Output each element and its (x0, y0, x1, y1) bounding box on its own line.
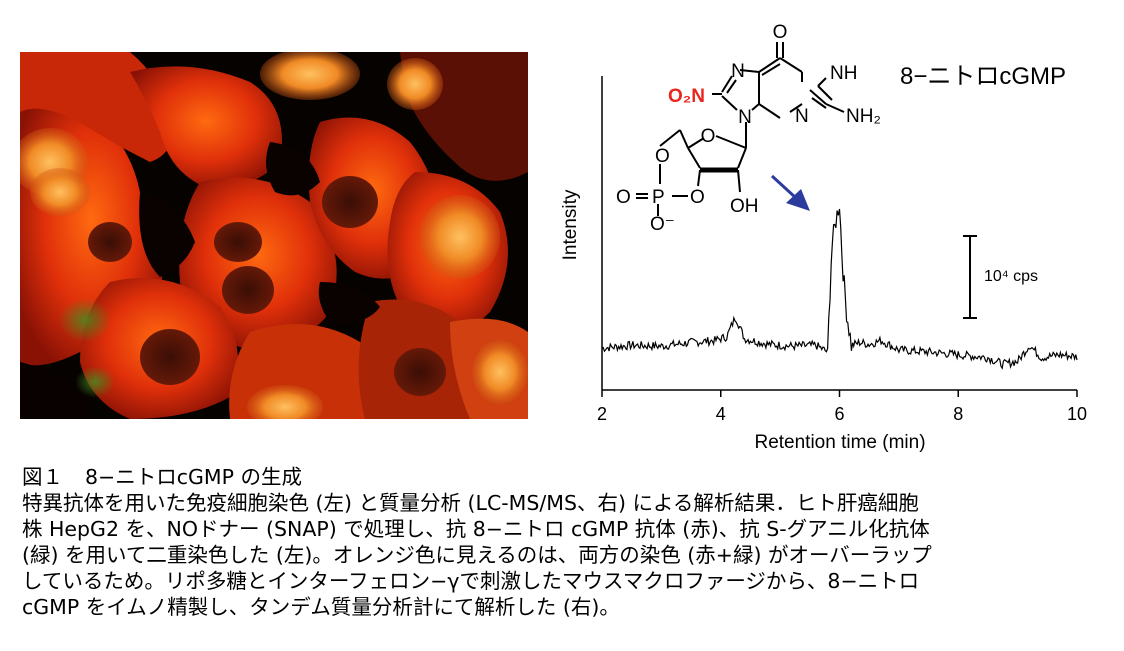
atom-n9: N (738, 107, 752, 128)
immunostaining-micrograph (20, 52, 528, 419)
atom-n3: N (795, 106, 809, 127)
caption-line: (緑) を用いて二重染色した (左)。オレンジ色に見えるのは、両方の染色 (赤+… (22, 543, 932, 567)
x-tick-label: 8 (953, 404, 963, 424)
atom-o-bridge-1: O (655, 146, 670, 167)
atom-p-minus-o: O⁻ (650, 214, 675, 235)
peak-arrow-icon (770, 174, 810, 211)
atom-oh: OH (730, 196, 759, 217)
atom-n7: N (731, 61, 745, 82)
caption-line: 特異抗体を用いた免疫細胞染色 (左) と質量分析 (LC-MS/MS、右) によ… (22, 491, 919, 515)
chart-panel: O NH N NH₂ N N O O O P O O⁻ OH O₂N 8−ニトロ… (560, 22, 1087, 453)
atom-nh2: NH₂ (846, 106, 881, 127)
x-tick-label: 4 (716, 404, 726, 424)
compound-name: 8−ニトロcGMP (900, 63, 1066, 90)
x-tick-label: 2 (597, 404, 607, 424)
caption-title-text: 8−ニトロcGMP の生成 (85, 465, 302, 489)
atom-phosphorus: P (652, 187, 665, 208)
x-tick-label: 10 (1067, 404, 1087, 424)
chromatogram-line (601, 208, 1078, 370)
caption-line: cGMP をイムノ精製し、タンデム質量分析計にて解析した (右)。 (22, 595, 620, 619)
cells-image (20, 52, 528, 419)
atom-carbonyl-o: O (773, 22, 788, 43)
y-axis-label: Intensity (560, 189, 581, 260)
caption-title: 図１ 8−ニトロcGMP の生成 (22, 464, 1112, 490)
atom-p-double-o: O (616, 187, 631, 208)
caption-title-number: 図１ (22, 465, 63, 489)
nitro-group-label: O₂N (668, 86, 705, 107)
atom-n1h: NH (830, 63, 857, 84)
chemical-structure (636, 42, 845, 216)
x-tick-label: 6 (834, 404, 844, 424)
x-axis-label: Retention time (min) (754, 432, 925, 453)
atom-o-bridge-2: O (690, 187, 705, 208)
atom-ring-o: O (701, 126, 716, 147)
scale-bar-label: 10⁴ cps (984, 268, 1038, 285)
scale-bar: 10⁴ cps (963, 235, 1038, 319)
caption-line: 株 HepG2 を、NOドナー (SNAP) で処理し、抗 8−ニトロ cGMP… (22, 517, 930, 541)
caption-line: しているため。リポ多糖とインターフェロン−γで刺激したマウスマクロファージから、… (22, 569, 920, 593)
x-ticks: 2 4 6 8 10 (597, 390, 1087, 424)
figure-caption: 図１ 8−ニトロcGMP の生成 特異抗体を用いた免疫細胞染色 (左) と質量分析… (22, 464, 1112, 620)
